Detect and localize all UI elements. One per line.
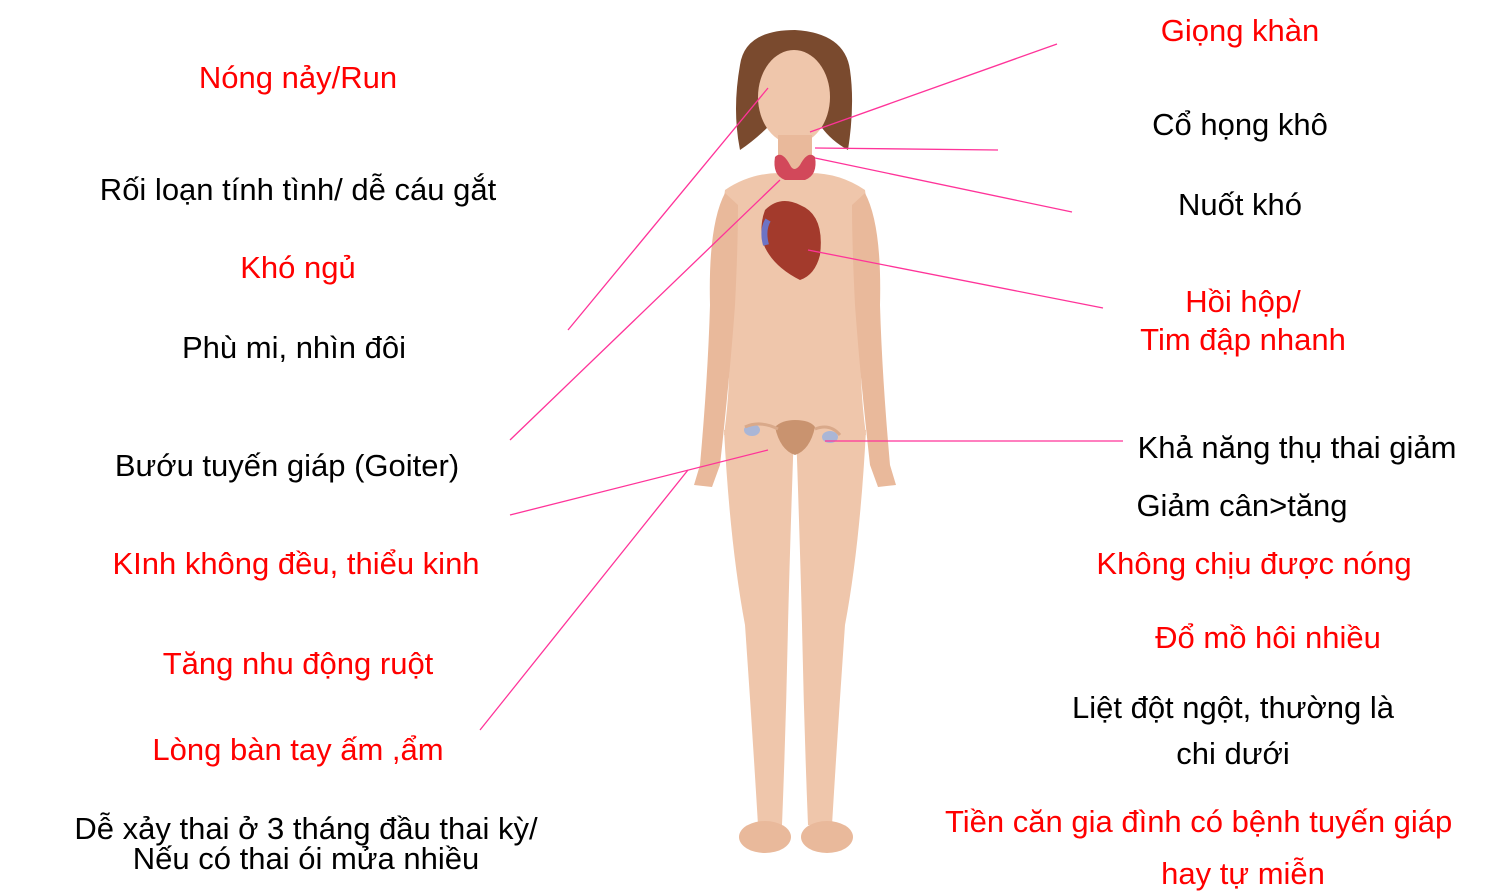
symptom-label-tachycardia: Tim đập nhanh (1140, 322, 1346, 358)
symptom-label-sweating: Đổ mồ hôi nhiều (1155, 620, 1381, 656)
symptom-label-autoimmune: hay tự miễn (1161, 856, 1325, 892)
symptom-label-mood-disorder: Rối loạn tính tình/ dễ cáu gắt (100, 172, 496, 208)
leader-line-palpitations (808, 250, 1103, 308)
symptom-label-eyelid-edema: Phù mi, nhìn đôi (182, 330, 406, 366)
symptom-label-hoarse-voice: Giọng khàn (1161, 13, 1320, 49)
symptom-label-menstrual: KInh không đều, thiểu kinh (112, 546, 479, 582)
symptom-label-miscarriage: Dễ xảy thai ở 3 tháng đầu thai kỳ/ (74, 814, 537, 844)
symptom-label-goiter: Bướu tuyến giáp (Goiter) (115, 448, 459, 484)
symptom-label-irritability-tremor: Nóng nảy/Run (199, 60, 397, 96)
symptom-label-bowel: Tăng nhu động ruột (163, 646, 434, 682)
leader-line-menstruation (510, 450, 768, 515)
symptom-label-warm-palms: Lòng bàn tay ấm ,ẩm (152, 732, 443, 768)
symptom-label-pregnancy-vomiting: Nếu có thai ói mửa nhiều (133, 844, 479, 874)
symptom-label-palpitations: Hồi hộp/ (1185, 284, 1300, 320)
symptom-label-reduced-fertility: Khả năng thụ thai giảm (1138, 430, 1457, 466)
symptom-label-insomnia: Khó ngủ (240, 250, 356, 286)
symptom-label-family-history: Tiền căn gia đình có bệnh tuyến giáp (945, 804, 1452, 840)
symptom-label-heat-intolerance: Không chịu được nóng (1096, 546, 1411, 582)
leader-line-dry-throat (815, 148, 998, 150)
symptom-label-paralysis: Liệt đột ngột, thường là (1072, 690, 1394, 726)
leader-line-hoarse (810, 44, 1057, 132)
leader-line-palms (480, 470, 688, 730)
leader-line-swallow (815, 158, 1072, 212)
symptom-label-dysphagia: Nuốt khó (1178, 187, 1302, 223)
symptom-label-weight-loss: Giảm cân>tăng (1136, 488, 1347, 524)
symptom-label-dry-throat: Cổ họng khô (1152, 107, 1328, 143)
symptom-label-lower-limbs: chi dưới (1176, 736, 1289, 772)
leader-line-run (568, 88, 768, 330)
leader-line-goiter (510, 180, 780, 440)
